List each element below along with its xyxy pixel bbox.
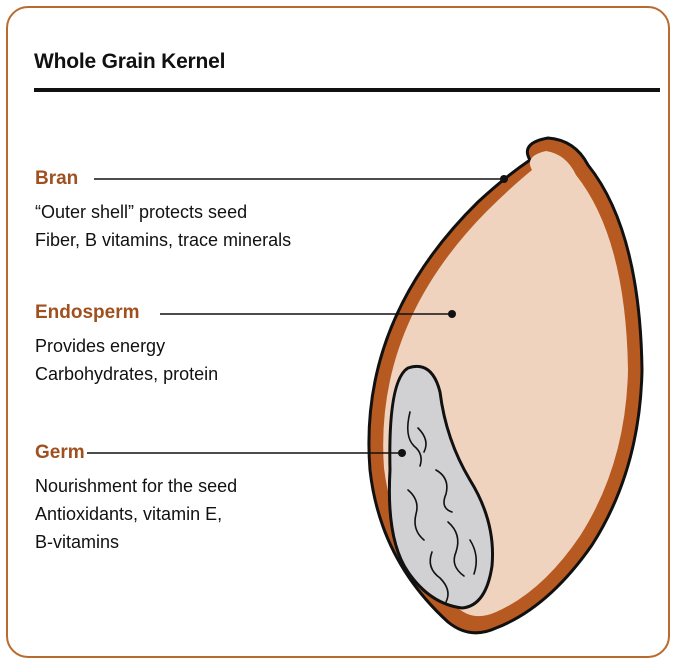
endosperm-leader-dot <box>448 310 456 318</box>
germ-desc-line: Nourishment for the seed <box>35 472 237 500</box>
bran-description: “Outer shell” protects seed Fiber, B vit… <box>35 198 291 254</box>
germ-description: Nourishment for the seed Antioxidants, v… <box>35 472 237 556</box>
endosperm-label: Endosperm <box>35 302 140 324</box>
endosperm-desc-line: Provides energy <box>35 332 218 360</box>
endosperm-description: Provides energy Carbohydrates, protein <box>35 332 218 388</box>
germ-label: Germ <box>35 442 85 464</box>
bran-desc-line: Fiber, B vitamins, trace minerals <box>35 226 291 254</box>
bran-label: Bran <box>35 168 78 190</box>
germ-leader-dot <box>398 449 406 457</box>
bran-leader-dot <box>500 175 508 183</box>
endosperm-desc-line: Carbohydrates, protein <box>35 360 218 388</box>
bran-desc-line: “Outer shell” protects seed <box>35 198 291 226</box>
germ-desc-line: B-vitamins <box>35 528 237 556</box>
germ-desc-line: Antioxidants, vitamin E, <box>35 500 237 528</box>
